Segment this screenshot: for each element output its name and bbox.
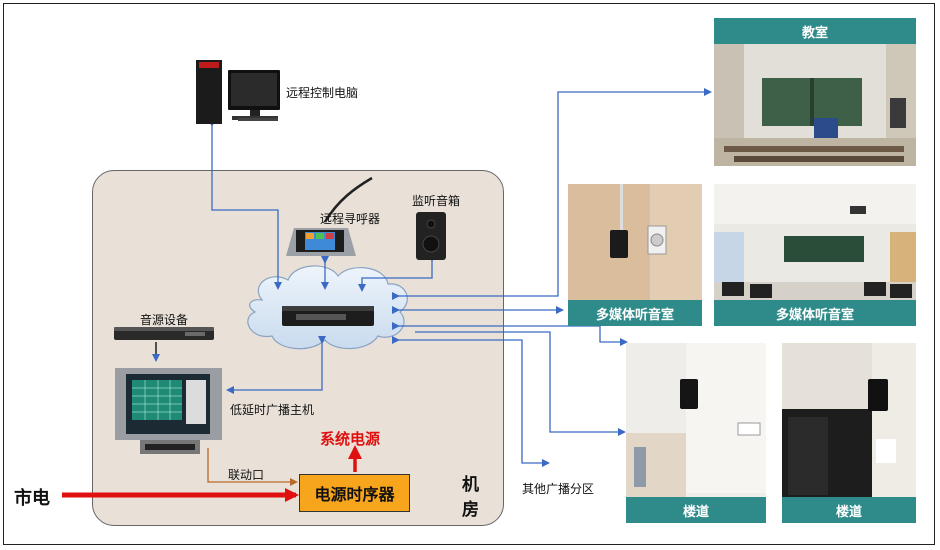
multimedia-room-1-caption: 多媒体听音室 — [568, 300, 702, 326]
broadcast-host-icon — [115, 368, 222, 454]
outer-frame — [3, 3, 935, 545]
remote-pager-icon — [286, 176, 373, 256]
classroom-caption: 教室 — [714, 18, 916, 44]
mains-label: 市电 — [14, 488, 50, 509]
power-sequencer-box: 电源时序器 — [299, 474, 410, 512]
classroom-photo: 教室 — [714, 18, 916, 166]
monitor-speaker-label: 监听音箱 — [412, 194, 461, 208]
remote-pager-label: 远程寻呼器 — [320, 212, 381, 226]
remote-pc-icon — [196, 60, 280, 124]
network-switch — [282, 306, 374, 326]
audio-source-icon — [114, 327, 214, 340]
monitor-speaker-icon — [416, 212, 446, 260]
machine-room-label-2: 房 — [462, 500, 479, 520]
host-label: 低延时广播主机 — [230, 403, 315, 417]
audio-source-label: 音源设备 — [140, 313, 189, 327]
multimedia-room-2-caption: 多媒体听音室 — [714, 300, 916, 326]
link-port-label: 联动口 — [228, 468, 265, 482]
multimedia-room-1-photo: 多媒体听音室 — [568, 184, 702, 326]
machine-room-label-1: 机 — [462, 475, 479, 495]
other-zones-label: 其他广播分区 — [522, 482, 595, 496]
corridor-1-caption: 楼道 — [626, 497, 766, 523]
system-power-label: 系统电源 — [320, 430, 381, 448]
remote-pc-label: 远程控制电脑 — [286, 86, 359, 100]
corridor-1-photo: 楼道 — [626, 343, 766, 523]
corridor-2-photo: 楼道 — [782, 343, 916, 523]
multimedia-room-2-photo: 多媒体听音室 — [714, 184, 916, 326]
corridor-2-caption: 楼道 — [782, 497, 916, 523]
